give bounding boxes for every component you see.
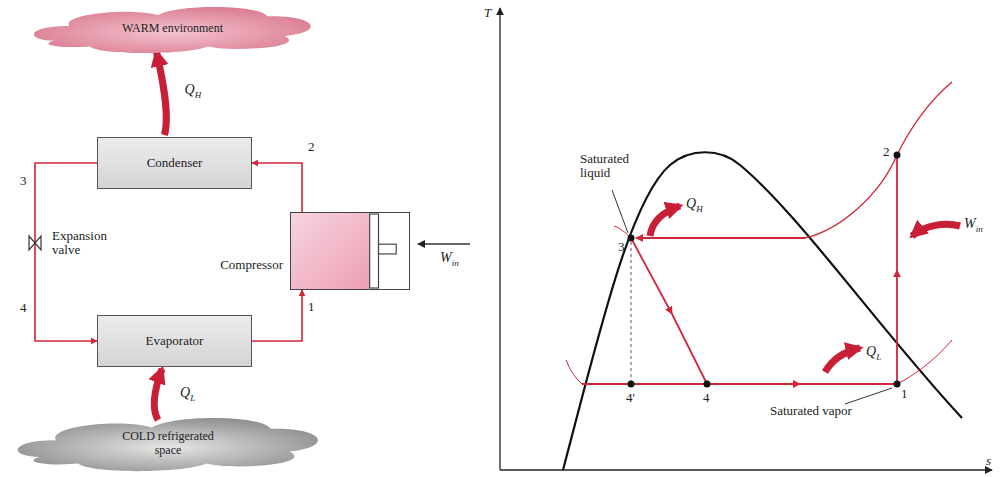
heat-in-arrow	[825, 348, 860, 372]
region-label: COLD refrigerated space	[108, 430, 228, 456]
work-arrow	[418, 243, 470, 245]
axis-label: s	[986, 454, 991, 468]
warm-environment-cloud: WARM environment	[25, 0, 320, 58]
state-number: 4	[20, 301, 27, 315]
component-label: Expansion valve	[52, 229, 114, 258]
component-label: Compressor	[220, 258, 283, 272]
high-pressure-isobar	[805, 82, 952, 238]
region-label: WARM environment	[122, 22, 223, 35]
state-number: 1	[901, 387, 908, 401]
heat-label: QL	[866, 344, 881, 363]
evaporator-box: Evaporator	[97, 315, 252, 367]
heat-transfer-arrow	[157, 52, 167, 135]
axis-label: T	[484, 6, 491, 20]
piston-drawing	[291, 213, 409, 289]
heat-label: QL	[180, 385, 195, 404]
work-label: Win	[964, 216, 983, 235]
heat-out-arrow	[650, 206, 680, 236]
saturation-dome	[563, 152, 962, 470]
state-number: 2	[883, 145, 890, 159]
annotation-label: Saturated liquid	[580, 152, 650, 181]
leader-lines	[612, 190, 892, 404]
refrigerant-line	[252, 163, 302, 212]
heat-label: QH	[185, 82, 202, 101]
state-number: 4'	[626, 391, 635, 405]
low-pressure-isobar-left	[566, 360, 582, 384]
state-number: 3	[20, 174, 27, 188]
cold-space-cloud: COLD refrigerated space	[8, 410, 328, 477]
state-points	[628, 152, 901, 388]
state-number: 2	[308, 140, 315, 154]
compressor-cylinder: Compressor	[290, 212, 410, 290]
work-label: Win	[440, 250, 459, 269]
component-name: Evaporator	[146, 334, 204, 348]
refrigerant-line	[252, 290, 302, 341]
state-number: 1	[308, 300, 315, 314]
component-name: Condenser	[147, 156, 203, 170]
low-pressure-isobar	[897, 340, 952, 384]
expansion-valve-symbol	[29, 236, 41, 250]
condenser-box: Condenser	[97, 137, 252, 189]
heat-transfer-arrow	[154, 369, 162, 420]
work-in-arrow	[912, 224, 960, 236]
heat-label: QH	[686, 196, 703, 215]
state-number: 3	[618, 240, 625, 254]
cycle-path	[582, 155, 897, 384]
dashed-guide	[631, 242, 632, 384]
annotation-label: Saturated vapor	[770, 404, 852, 418]
ts-axes	[500, 8, 992, 470]
state-number: 4	[703, 391, 710, 405]
